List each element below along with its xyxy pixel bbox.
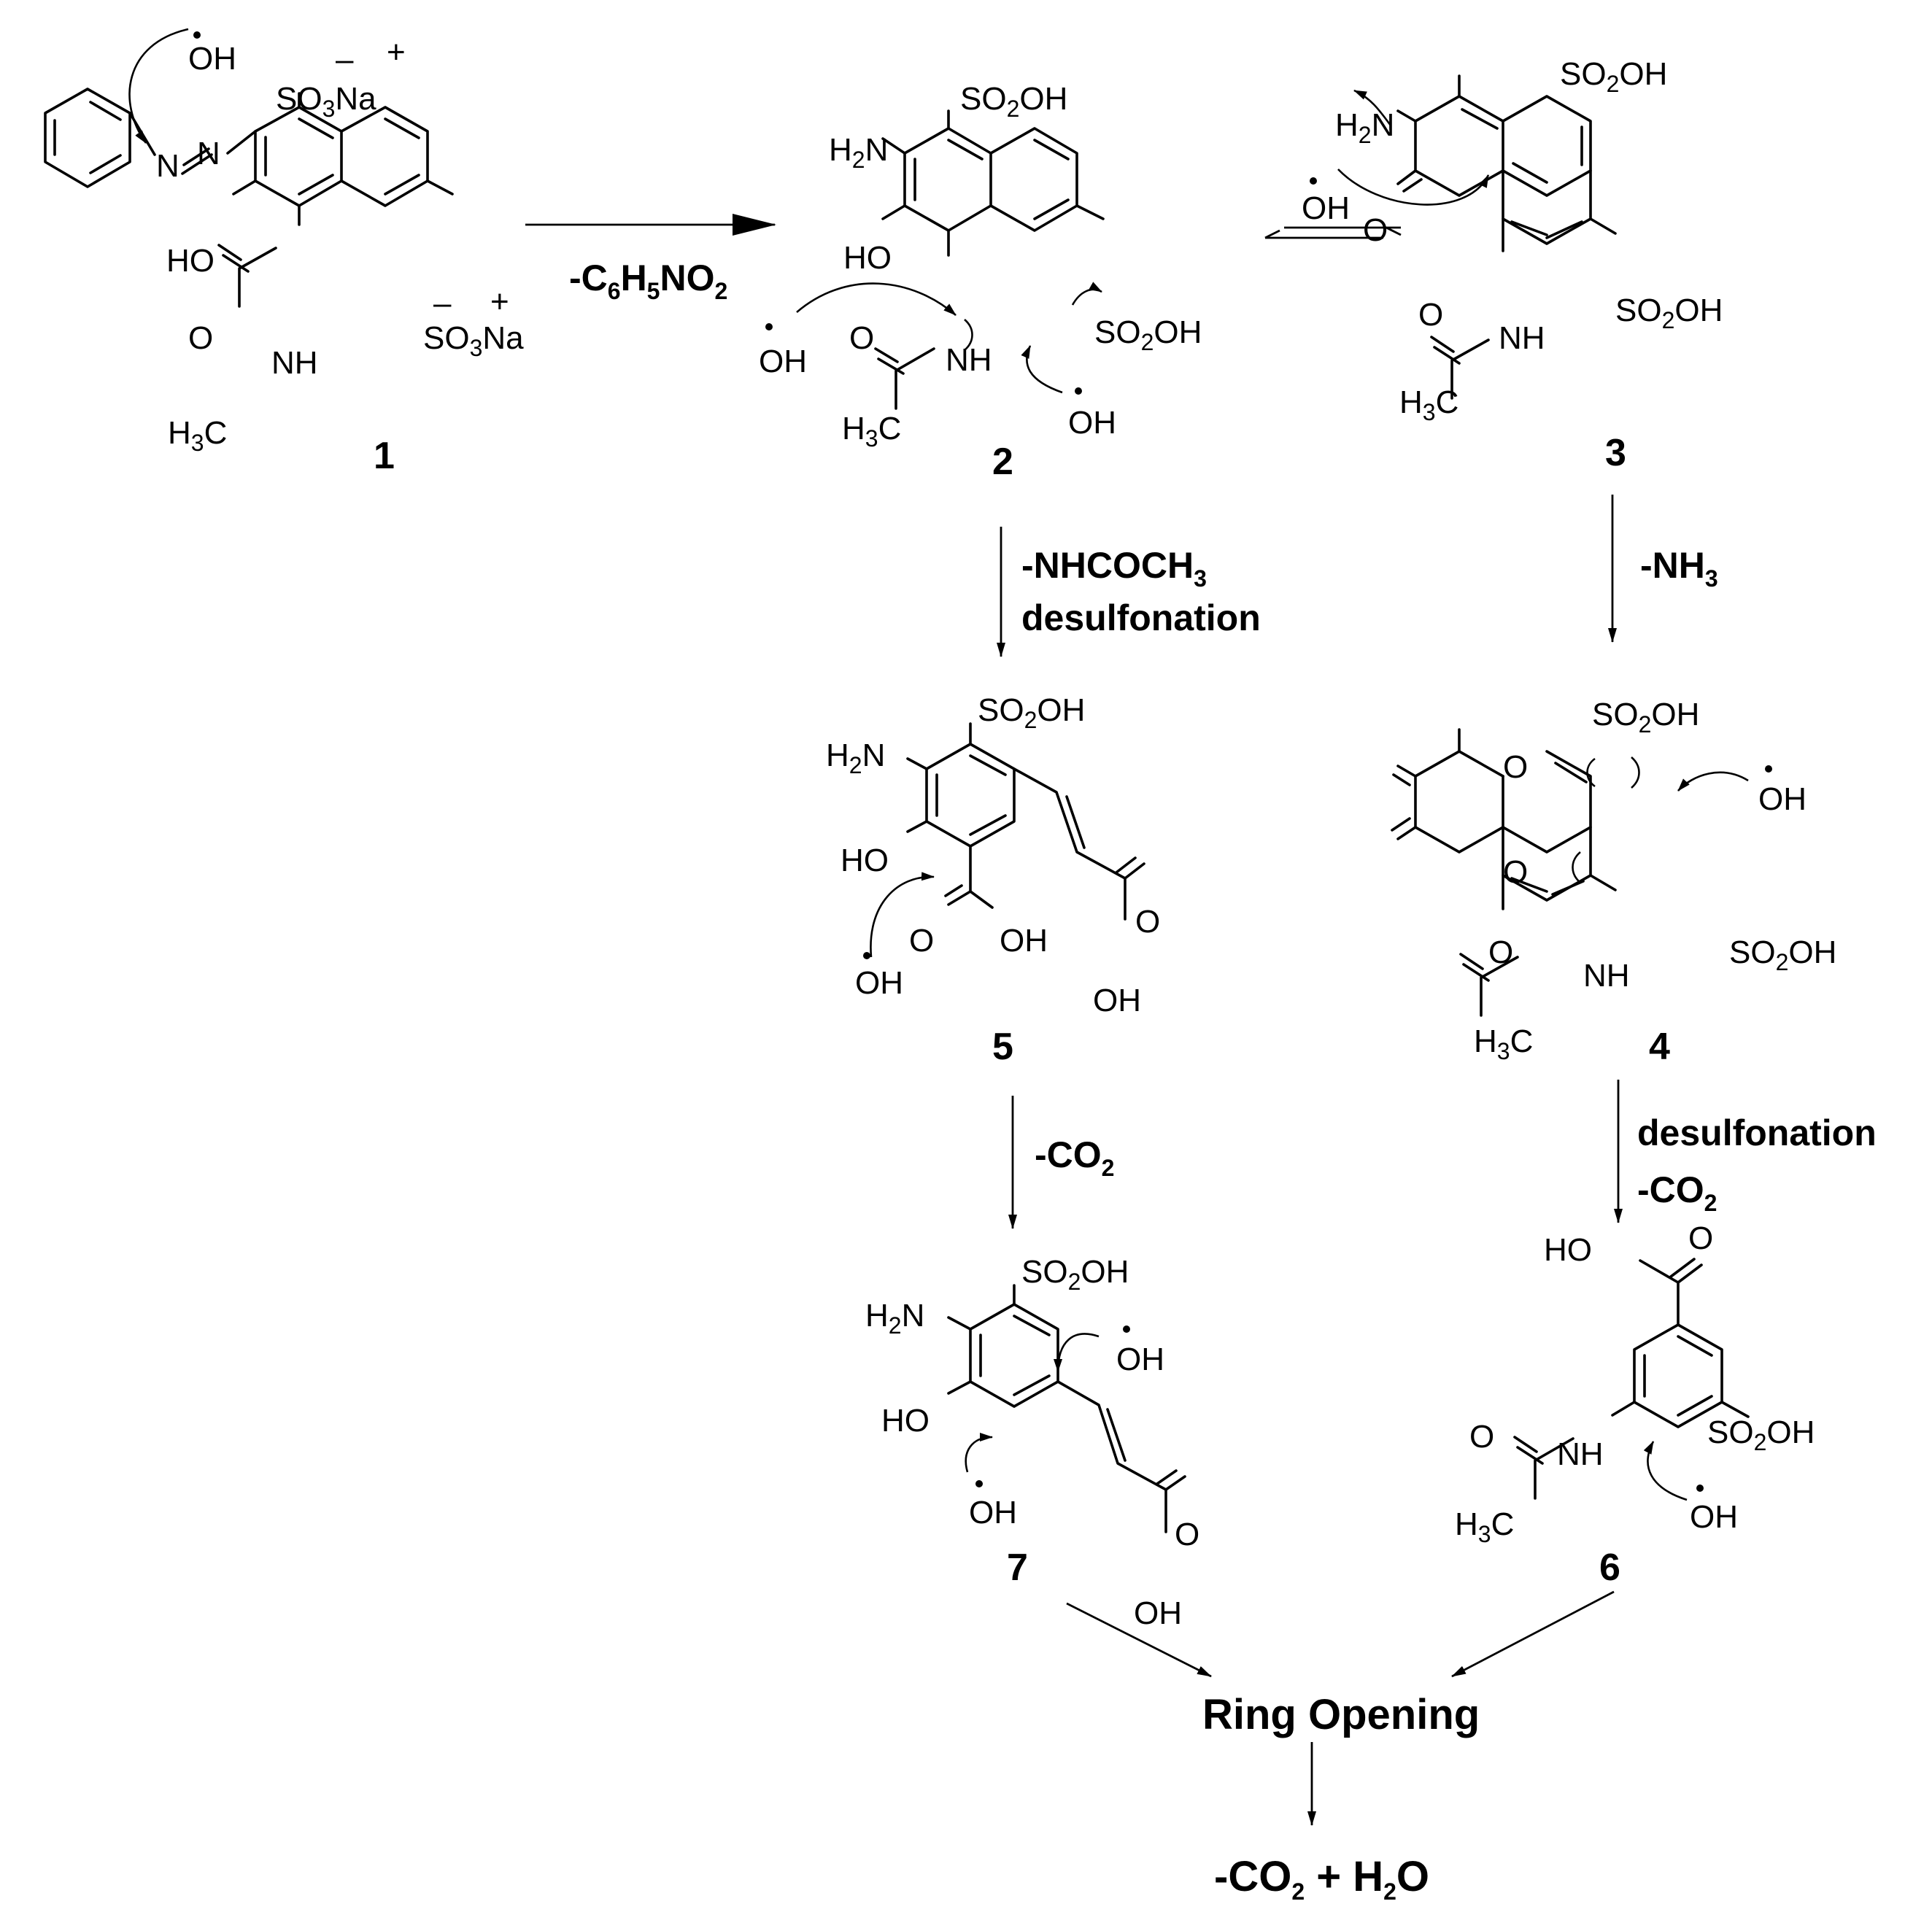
label-n: N (156, 148, 179, 184)
label-n: N (197, 136, 220, 171)
label-so3na: SO3Na (276, 81, 376, 122)
equilibrium-arrow-2-3 (1264, 226, 1402, 239)
condition-remove-co2: -CO2 (1035, 1134, 1114, 1181)
label-ho: HO (1544, 1232, 1592, 1268)
compound-number-1: 1 (374, 435, 395, 477)
compound-number-2: 2 (992, 441, 1013, 483)
compound-4-labels: SO2OH O O NH O H3C SO2OH OH (1474, 697, 1836, 1064)
label-oh: OH (1000, 923, 1048, 959)
label-oh: OH (1116, 1342, 1164, 1377)
label-h3c: H3C (842, 411, 901, 452)
arrow-7-to-ring-opening (1066, 1602, 1212, 1678)
compound-6-structure (1513, 1258, 1750, 1500)
condition-remove-acetamide: -NHCOCH3 (1021, 545, 1207, 592)
label-so3na: SO3Na (423, 320, 524, 361)
label-o: O (1363, 212, 1388, 248)
condition-desulfonation: desulfonation (1021, 597, 1261, 638)
compound-3-labels: SO2OH H2N O NH O H3C SO2OH (1335, 56, 1723, 425)
label-o: O (1503, 749, 1528, 785)
arrow-6-to-ring-opening (1451, 1590, 1615, 1678)
reaction-arrows (525, 214, 1623, 1826)
charge-minus: – (336, 42, 354, 77)
label-o: O (1418, 297, 1443, 333)
label-nh: NH (946, 342, 992, 378)
compound-6-labels: HO O NH O H3C SO2OH OH (1455, 1220, 1815, 1547)
label-ho: HO (841, 843, 889, 878)
compound-4-structure (1391, 728, 1617, 1017)
label-o: O (1503, 854, 1528, 890)
label-o: O (1488, 934, 1513, 970)
compound-number-5: 5 (992, 1026, 1013, 1068)
label-h3c: H3C (1399, 384, 1458, 425)
charge-minus: – (433, 285, 452, 321)
label-so2oh: SO2OH (960, 81, 1067, 122)
compound-2-structure (874, 109, 1105, 410)
label-h3c: H3C (1474, 1023, 1533, 1064)
condition-remove-nitrobenzene: -C6H5NO2 (569, 258, 727, 304)
label-so2oh: SO2OH (1094, 314, 1202, 355)
label-oh: OH (1093, 983, 1141, 1018)
label-so2oh: SO2OH (1707, 1414, 1815, 1455)
label-oh: OH (969, 1495, 1017, 1530)
label-o: O (1688, 1220, 1713, 1256)
label-so2oh: SO2OH (1560, 56, 1667, 97)
label-o: O (1175, 1517, 1199, 1552)
label-h2n: H2N (826, 738, 885, 778)
label-h3c: H3C (168, 415, 227, 456)
compound-number-6: 6 (1599, 1547, 1620, 1589)
label-so2oh: SO2OH (978, 692, 1085, 733)
label-o: O (1469, 1419, 1494, 1455)
compound-1-labels: OH N N HO SO3Na – + SO3Na – + NH O H3C (128, 28, 524, 456)
condition-remove-ammonia: -NH3 (1640, 545, 1718, 592)
compound-5-labels: SO2OH H2N HO O OH O OH OH (826, 692, 1160, 1018)
label-ho: HO (843, 240, 892, 276)
charge-plus: + (490, 284, 509, 320)
compound-2-labels: SO2OH H2N HO NH O H3C SO2OH OH OH (759, 81, 1202, 452)
compound-1-structure (44, 88, 454, 308)
label-nh: NH (1557, 1436, 1604, 1472)
condition-desulfonation: desulfonation (1637, 1112, 1877, 1153)
label-so2oh: SO2OH (1615, 293, 1723, 333)
final-products-label: -CO2 + H2O (1214, 1853, 1429, 1905)
label-so2oh: SO2OH (1021, 1254, 1129, 1295)
label-h2n: H2N (1335, 107, 1394, 148)
label-oh: OH (1068, 405, 1116, 441)
label-o: O (849, 320, 874, 356)
label-ho: HO (166, 243, 215, 279)
compound-number-7: 7 (1007, 1547, 1028, 1589)
ring-opening-label: Ring Opening (1202, 1691, 1480, 1738)
label-oh: OH (855, 965, 903, 1001)
charge-plus: + (387, 34, 406, 70)
label-oh: OH (759, 344, 807, 379)
compound-7-labels: SO2OH H2N HO O OH OH OH (865, 1254, 1199, 1631)
compound-number-4: 4 (1649, 1026, 1670, 1068)
label-oh: OH (1134, 1595, 1182, 1631)
compound-7-structure (947, 1284, 1186, 1533)
label-nh: NH (271, 345, 318, 381)
condition-hydroxyl-radical: OH (1302, 190, 1350, 226)
label-oh: OH (1690, 1499, 1738, 1535)
label-h3c: H3C (1455, 1506, 1514, 1547)
label-o: O (909, 923, 934, 959)
condition-remove-co2: -CO2 (1637, 1169, 1717, 1216)
label-so2oh: SO2OH (1729, 934, 1836, 975)
compound-3-structure (1396, 74, 1617, 400)
compound-5-structure (906, 722, 1145, 921)
label-oh: OH (188, 41, 236, 77)
compound-number-3: 3 (1605, 432, 1626, 474)
label-h2n: H2N (865, 1298, 924, 1339)
label-o: O (188, 320, 213, 356)
label-h2n: H2N (829, 132, 888, 173)
label-oh: OH (1758, 781, 1807, 817)
label-o: O (1135, 904, 1160, 940)
label-so2oh: SO2OH (1592, 697, 1699, 738)
label-nh: NH (1499, 320, 1545, 356)
label-nh: NH (1583, 958, 1630, 994)
label-ho: HO (881, 1403, 930, 1439)
